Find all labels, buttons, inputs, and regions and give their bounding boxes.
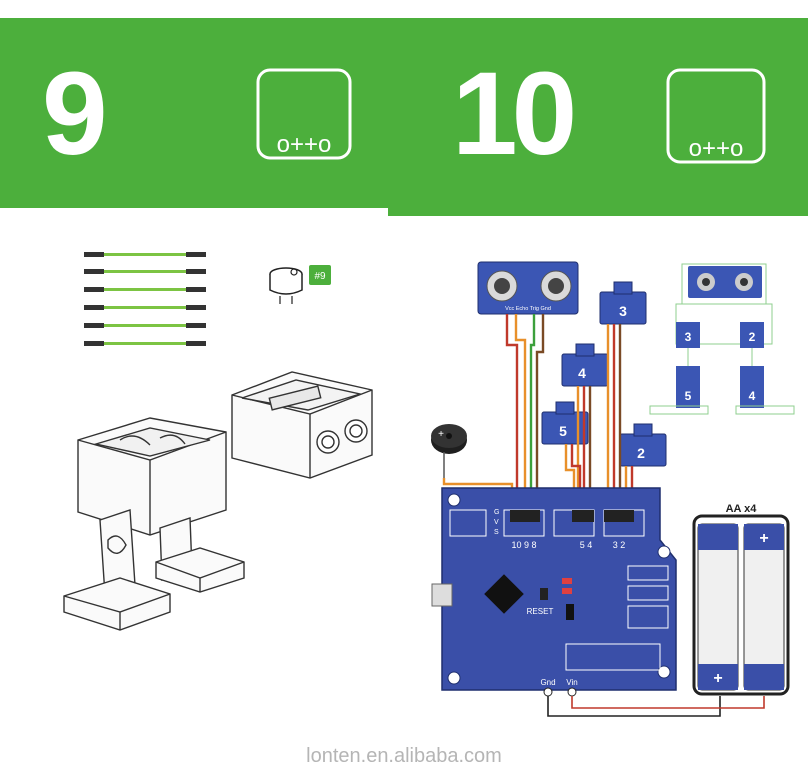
otto-logo-box-step10: o++o [666, 68, 766, 164]
servo-label: 2 [637, 445, 645, 461]
gnd-label: Gnd [540, 678, 555, 687]
vin-label: Vin [566, 678, 577, 687]
step10-header-bar [388, 18, 808, 216]
battery-label: AA x4 [726, 503, 758, 515]
jumper-cable [84, 252, 206, 257]
servo-label: 5 [559, 423, 567, 439]
jumper-cable [84, 287, 206, 292]
buzzer-plus-label: + [438, 429, 444, 440]
sensor-pin-labels: Vcc Echo Trig Gnd [505, 306, 551, 312]
jumper-cable [84, 341, 206, 346]
servo-5 [541, 401, 589, 445]
buzzer [431, 424, 467, 478]
pin-group-label: 3 2 [613, 540, 626, 550]
outline-servo-label: 3 [685, 330, 692, 344]
servo-label: 3 [619, 303, 627, 319]
jumper-cables [84, 252, 206, 346]
outline-servo-label: 2 [749, 330, 756, 344]
otto-logo-text: o++o [689, 135, 744, 162]
jumper-cable [84, 305, 206, 310]
controller-board [431, 487, 677, 697]
outline-servo-label: 5 [685, 389, 692, 403]
head-box-drawing [231, 371, 373, 479]
watermark: lonten.en.alibaba.com [306, 745, 502, 767]
part-number-badge [309, 265, 331, 285]
robot-body-drawing [63, 417, 245, 631]
jumper-cable [84, 323, 206, 328]
robot-outline-reference [649, 263, 795, 415]
step9-number: 9 [42, 48, 108, 180]
battery-pack [692, 514, 790, 696]
wires [442, 314, 634, 512]
part-number-label: #9 [314, 271, 326, 282]
servo-2 [619, 423, 667, 467]
header-letter: S [494, 529, 499, 536]
battery-plus-label: + [759, 530, 768, 547]
pin-group-label: 5 4 [580, 540, 593, 550]
power-wire-vin [571, 696, 765, 709]
otto-logo-box-step9: o++o [256, 68, 352, 160]
buzzer-part-icon [269, 267, 303, 304]
power-wire-gnd [547, 696, 721, 717]
pin-group-label: 10 9 8 [511, 540, 536, 550]
jumper-cable [84, 269, 206, 274]
header-letter: G [494, 509, 499, 516]
step10-number: 10 [452, 48, 577, 180]
ultrasonic-sensor [477, 261, 579, 315]
step9-header-bar [0, 18, 390, 208]
servo-3 [599, 281, 647, 325]
outline-servo-label: 4 [749, 389, 756, 403]
otto-logo-text: o++o [277, 131, 332, 158]
servo-label: 4 [578, 365, 586, 381]
battery-plus-label: + [713, 670, 722, 687]
header-letter: V [494, 519, 499, 526]
reset-label: RESET [527, 607, 554, 616]
